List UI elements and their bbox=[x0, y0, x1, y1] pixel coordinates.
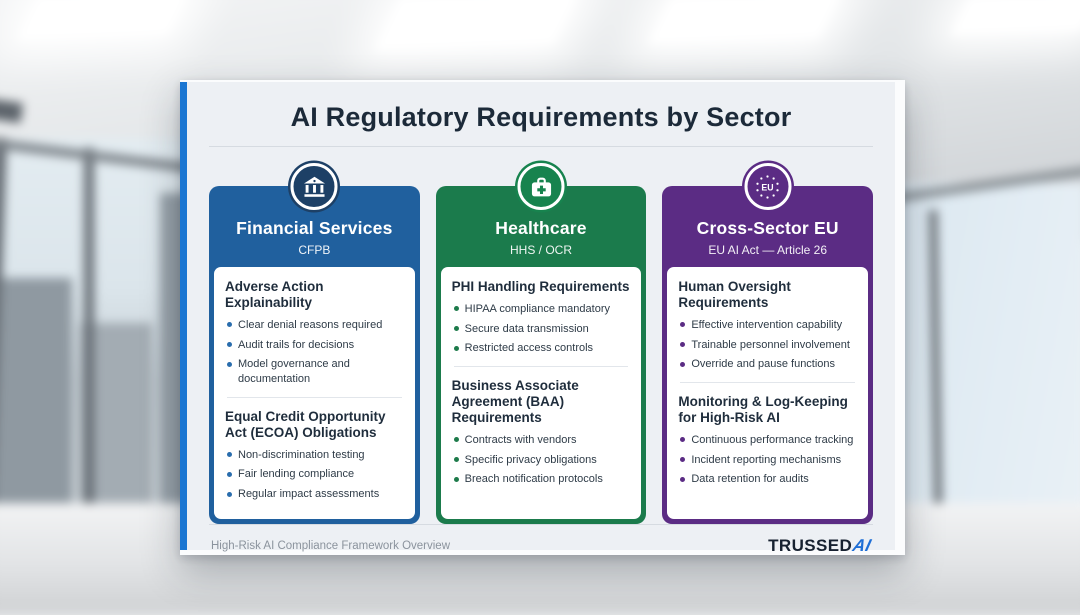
eu-stars-icon: EU bbox=[744, 163, 792, 210]
ceiling-light bbox=[372, 0, 582, 52]
accent-bar bbox=[180, 82, 187, 550]
cards-row: Financial Services CFPB Adverse Action E… bbox=[187, 163, 895, 524]
card-section: Adverse Action Explainability Clear deni… bbox=[225, 279, 404, 387]
bullet-item: Incident reporting mechanisms bbox=[678, 453, 857, 468]
ceiling-light bbox=[646, 0, 844, 45]
card-header: Financial Services CFPB bbox=[214, 191, 415, 267]
logo-text: TRUSSED bbox=[768, 535, 853, 555]
card-subtitle: EU AI Act — Article 26 bbox=[708, 243, 828, 257]
bullet-item: Secure data transmission bbox=[452, 322, 631, 337]
card-cross-sector-eu: EU Cross-Sector EU EU AI Act — Article 2… bbox=[662, 163, 874, 524]
card-section: PHI Handling Requirements HIPAA complian… bbox=[452, 279, 631, 356]
slide-content: AI Regulatory Requirements by Sector bbox=[187, 82, 895, 555]
bullet-item: Contracts with vendors bbox=[452, 433, 631, 448]
bullet-item: Data retention for audits bbox=[678, 472, 857, 487]
bullet-item: Regular impact assessments bbox=[225, 487, 404, 502]
bullet-list: Continuous performance tracking Incident… bbox=[678, 433, 857, 487]
bullet-item: Override and pause functions bbox=[678, 357, 857, 372]
card-body: PHI Handling Requirements HIPAA complian… bbox=[440, 267, 642, 519]
bullet-item: Trainable personnel involvement bbox=[678, 338, 857, 353]
card-subtitle: HHS / OCR bbox=[510, 243, 573, 257]
ceiling-light bbox=[15, 0, 191, 41]
card-financial-services: Financial Services CFPB Adverse Action E… bbox=[209, 163, 420, 524]
bullet-item: Restricted access controls bbox=[452, 341, 631, 356]
card-title: Healthcare bbox=[495, 218, 587, 238]
section-heading: Equal Credit Opportunity Act (ECOA) Obli… bbox=[225, 408, 386, 440]
card-healthcare: Healthcare HHS / OCR PHI Handling Requir… bbox=[435, 163, 647, 524]
card-subtitle: CFPB bbox=[298, 243, 331, 257]
bullet-item: Fair lending compliance bbox=[225, 467, 404, 482]
ceiling-light bbox=[948, 0, 1080, 37]
card-section: Equal Credit Opportunity Act (ECOA) Obli… bbox=[225, 409, 404, 502]
page-title: AI Regulatory Requirements by Sector bbox=[290, 102, 792, 132]
bullet-list: Effective intervention capability Traina… bbox=[678, 318, 857, 372]
footer-caption: High-Risk AI Compliance Framework Overvi… bbox=[211, 539, 451, 552]
card-header: Healthcare HHS / OCR bbox=[441, 191, 642, 267]
window-mullion bbox=[84, 148, 94, 588]
card-body: Human Oversight Requirements Effective i… bbox=[667, 267, 869, 519]
bullet-item: Audit trails for decisions bbox=[225, 338, 404, 353]
section-divider bbox=[453, 366, 629, 368]
section-heading: PHI Handling Requirements bbox=[451, 279, 630, 294]
card-section: Human Oversight Requirements Effective i… bbox=[678, 279, 857, 372]
bullet-item: Effective intervention capability bbox=[678, 318, 857, 333]
card-body: Adverse Action Explainability Clear deni… bbox=[214, 267, 415, 519]
card-section: Business Associate Agreement (BAA) Requi… bbox=[452, 378, 631, 487]
bullet-list: Clear denial reasons required Audit trai… bbox=[225, 318, 404, 387]
bullet-item: Non-discrimination testing bbox=[225, 448, 404, 463]
svg-text:EU: EU bbox=[762, 182, 774, 192]
bullet-item: Clear denial reasons required bbox=[225, 318, 404, 333]
bullet-item: HIPAA compliance mandatory bbox=[452, 302, 631, 317]
section-heading: Human Oversight Requirements bbox=[678, 279, 791, 310]
title-divider bbox=[209, 146, 873, 147]
section-heading: Business Associate Agreement (BAA) Requi… bbox=[451, 378, 579, 425]
card-section: Monitoring & Log-Keeping for High-Risk A… bbox=[678, 394, 857, 487]
logo-ai-mark: AI bbox=[850, 535, 874, 555]
section-heading: Monitoring & Log-Keeping for High-Risk A… bbox=[678, 394, 848, 425]
medical-kit-icon bbox=[517, 163, 565, 210]
card-title: Financial Services bbox=[236, 218, 393, 238]
slide-footer: High-Risk AI Compliance Framework Overvi… bbox=[209, 523, 874, 556]
slide-board: AI Regulatory Requirements by Sector bbox=[180, 80, 905, 555]
bank-icon bbox=[290, 163, 338, 210]
bullet-item: Model governance and documentation bbox=[225, 357, 404, 386]
card-title: Cross-Sector EU bbox=[696, 218, 839, 238]
bullet-item: Breach notification protocols bbox=[452, 472, 631, 487]
section-divider bbox=[227, 396, 402, 398]
section-heading: Adverse Action Explainability bbox=[225, 279, 324, 310]
bullet-list: HIPAA compliance mandatory Secure data t… bbox=[452, 302, 631, 356]
card-header: Cross-Sector EU EU AI Act — Article 26 bbox=[667, 191, 868, 267]
bullet-item: Continuous performance tracking bbox=[678, 433, 857, 448]
bullet-list: Non-discrimination testing Fair lending … bbox=[225, 448, 404, 502]
section-divider bbox=[680, 382, 856, 384]
bullet-list: Contracts with vendors Specific privacy … bbox=[452, 433, 631, 487]
bullet-item: Specific privacy obligations bbox=[452, 453, 631, 468]
